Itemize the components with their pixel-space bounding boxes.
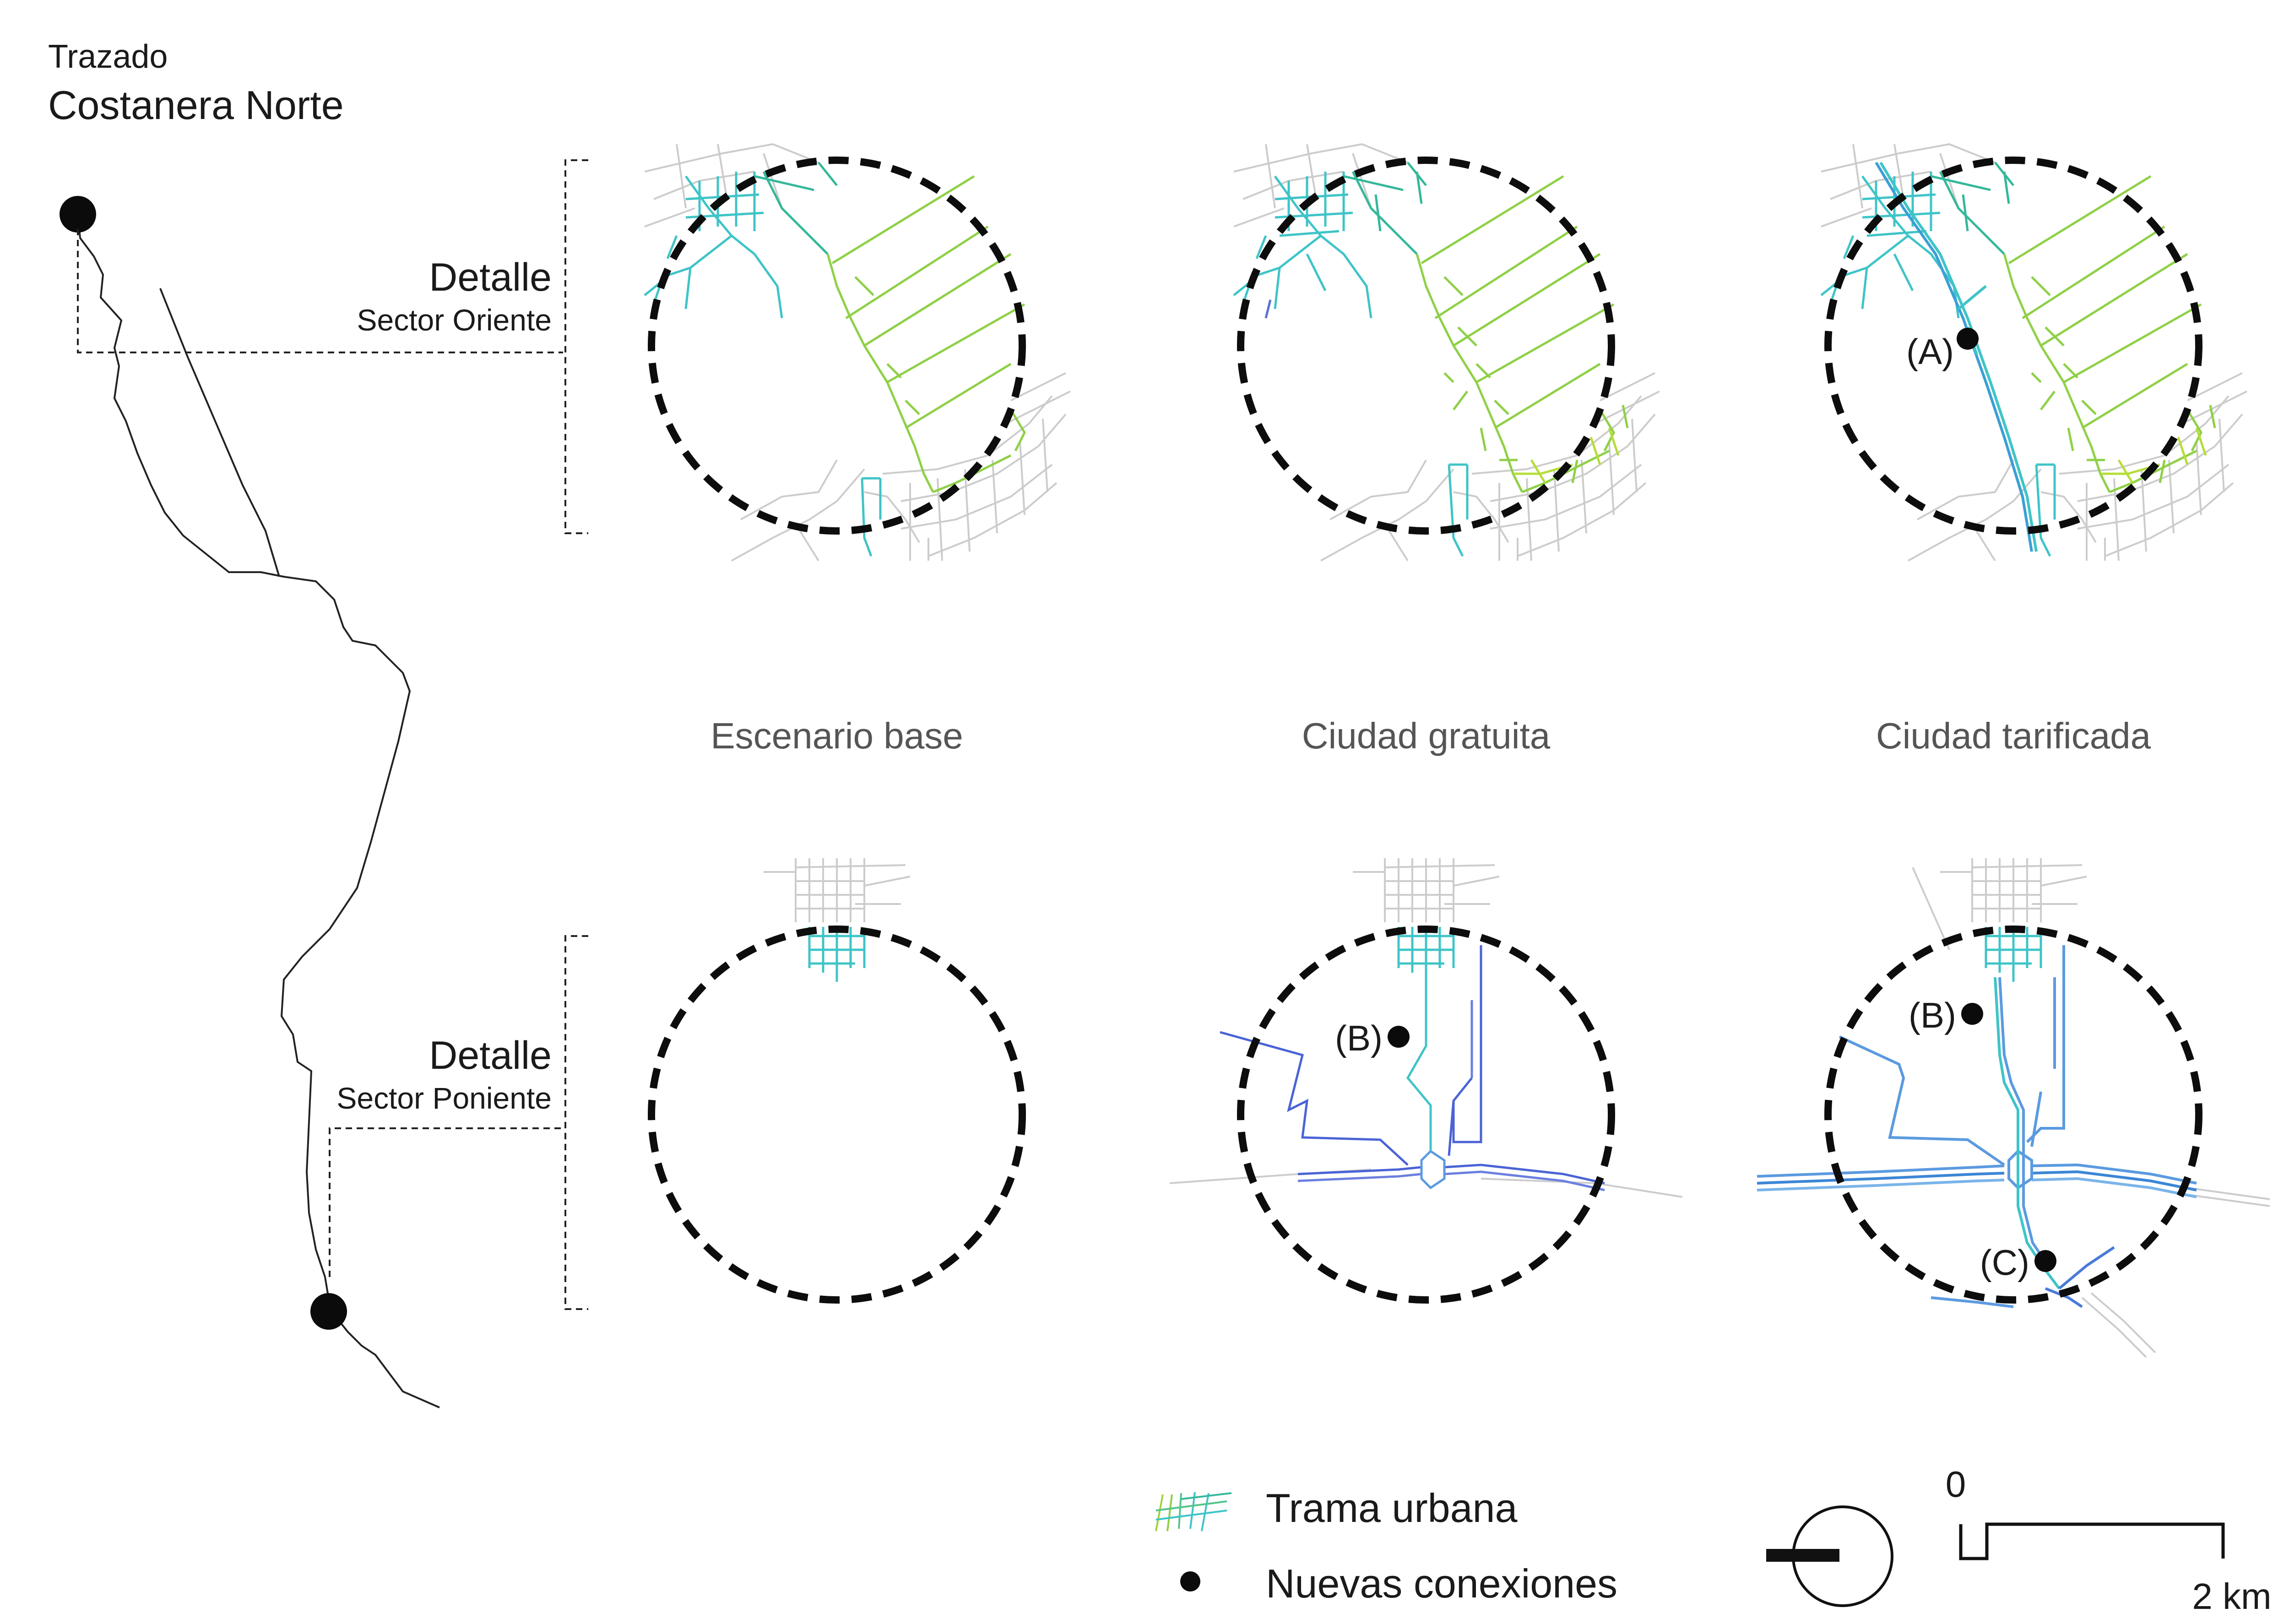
west-detail-title: Detalle bbox=[429, 1034, 552, 1077]
route-trace bbox=[60, 196, 440, 1408]
east-base-map bbox=[644, 143, 1071, 562]
legend: Trama urbana Nuevas conexiones bbox=[1155, 1485, 1617, 1606]
scale-zero-label: 0 bbox=[1946, 1464, 1966, 1505]
scenario-title-toll: Ciudad tarificada bbox=[1876, 715, 2151, 756]
scenario-title-base: Escenario base bbox=[711, 715, 963, 756]
leader-lines bbox=[77, 159, 588, 1310]
marker-b-free-label: (B) bbox=[1335, 1018, 1383, 1058]
legend-urban-grid-label: Trama urbana bbox=[1266, 1485, 1518, 1531]
scale-bar-line bbox=[1959, 1522, 2225, 1560]
urban-grid-swatch-icon bbox=[1155, 1492, 1232, 1532]
connection-dot-c-icon bbox=[2034, 1250, 2056, 1272]
branch-route-line bbox=[159, 288, 280, 577]
scale-end-label: 2 km bbox=[2192, 1576, 2271, 1617]
east-leader-line bbox=[77, 229, 563, 353]
east-free-map bbox=[1234, 143, 1660, 562]
marker-c-label: (C) bbox=[1980, 1242, 2029, 1283]
north-arrow-icon bbox=[1766, 1505, 1893, 1607]
west-detail-sector: Sector Poniente bbox=[336, 1081, 552, 1115]
west-leader-line bbox=[329, 1127, 563, 1277]
connection-dot-icon bbox=[1180, 1571, 1200, 1592]
connection-dot-b-toll-icon bbox=[1961, 1003, 1983, 1025]
route-start-marker-icon bbox=[60, 196, 96, 233]
main-route-line bbox=[77, 215, 411, 1305]
legend-new-connections-label: Nuevas conexiones bbox=[1266, 1561, 1617, 1606]
east-bracket bbox=[564, 159, 588, 534]
scale-bar: 0 2 km bbox=[1946, 1464, 2272, 1617]
route-end-marker-icon bbox=[310, 1293, 347, 1330]
west-bracket bbox=[564, 935, 588, 1310]
east-detail-sector: Sector Oriente bbox=[357, 303, 552, 337]
route-tail-line bbox=[329, 1308, 440, 1408]
scenario-title-free: Ciudad gratuita bbox=[1302, 715, 1551, 756]
east-detail-title: Detalle bbox=[429, 255, 552, 299]
east-toll-map: (A) bbox=[1821, 143, 2248, 562]
west-base-map bbox=[651, 857, 1022, 1300]
marker-b-toll-label: (B) bbox=[1909, 995, 1956, 1035]
west-base-study-circle bbox=[651, 929, 1022, 1300]
connection-dot-a-icon bbox=[1957, 328, 1979, 350]
connection-dot-b-free-icon bbox=[1388, 1026, 1410, 1048]
marker-a-label: (A) bbox=[1906, 331, 1954, 372]
west-free-map: (B) bbox=[1169, 857, 1683, 1300]
header-title: Costanera Norte bbox=[48, 82, 344, 128]
west-toll-map: (B) (C) bbox=[1757, 857, 2270, 1358]
header-subtitle: Trazado bbox=[48, 38, 168, 75]
